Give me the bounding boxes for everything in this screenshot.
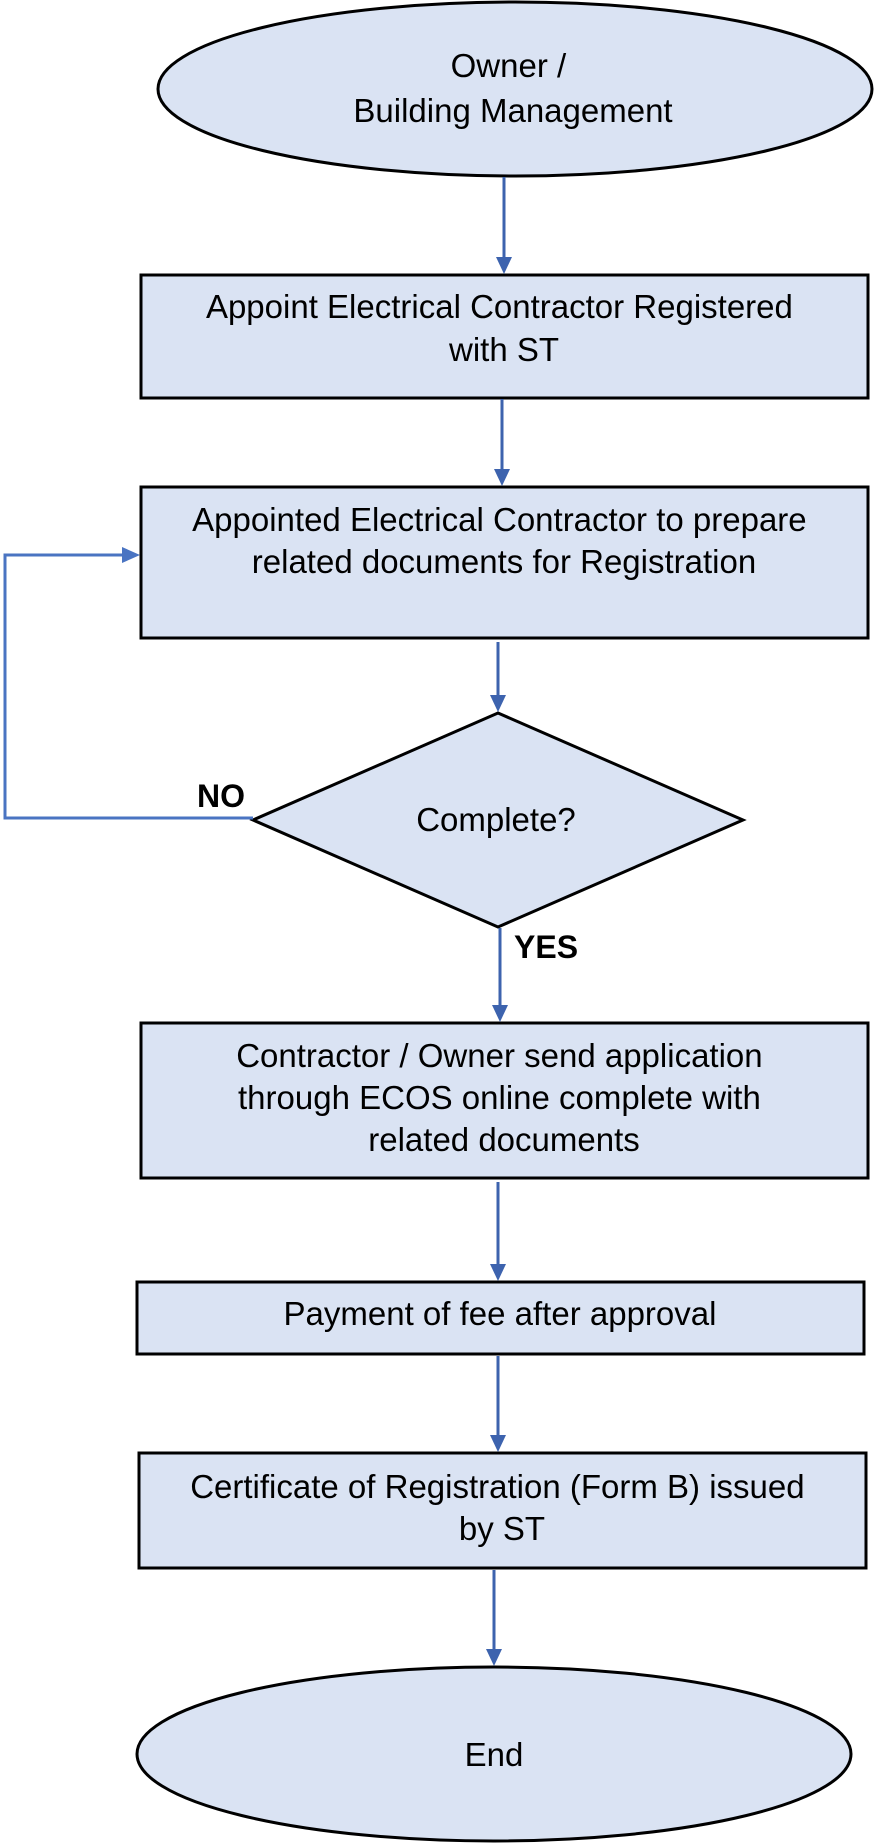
- decision-line-1: Complete?: [416, 801, 576, 838]
- branch-label-yes: YES: [514, 929, 578, 965]
- arrowhead-payment: [490, 1264, 506, 1281]
- arrowhead-prepare: [494, 469, 510, 486]
- certificate-box: [137, 1451, 868, 1570]
- arrowhead-certificate: [490, 1435, 506, 1452]
- arrowhead-decision: [490, 695, 506, 712]
- end-label: End: [465, 1736, 524, 1773]
- start-line-1: Owner /: [451, 47, 567, 84]
- start-line-2: Building Management: [353, 92, 672, 129]
- payment-label: Payment of fee after approval: [284, 1295, 717, 1332]
- send-line-2: through ECOS online complete with: [238, 1079, 761, 1116]
- start-label: Owner / Building Management: [353, 47, 672, 129]
- arrowhead-appoint: [496, 257, 512, 274]
- start-ellipse: [156, 0, 874, 178]
- appoint-label: Appoint Electrical Contractor Registered…: [206, 288, 802, 368]
- branch-label-no: NO: [197, 778, 245, 814]
- decision-diamond: [249, 711, 747, 929]
- end-line-1: End: [465, 1736, 524, 1773]
- send-label: Contractor / Owner send application thro…: [236, 1037, 772, 1158]
- end-ellipse: [135, 1665, 853, 1843]
- send-line-3: related documents: [368, 1121, 640, 1158]
- certificate-line-1: Certificate of Registration (Form B) iss…: [190, 1468, 804, 1505]
- appoint-line-2: with ST: [448, 331, 559, 368]
- send-box: [139, 1021, 870, 1180]
- certificate-label: Certificate of Registration (Form B) iss…: [190, 1468, 814, 1547]
- payment-line-1: Payment of fee after approval: [284, 1295, 717, 1332]
- arrowhead-end: [486, 1649, 502, 1666]
- prepare-box: [139, 485, 870, 640]
- send-line-1: Contractor / Owner send application: [236, 1037, 762, 1074]
- appoint-line-1: Appoint Electrical Contractor Registered: [206, 288, 793, 325]
- certificate-line-2: by ST: [459, 1510, 545, 1547]
- prepare-label: Appointed Electrical Contractor to prepa…: [192, 501, 816, 580]
- arrowhead-send: [492, 1005, 508, 1022]
- decision-label: Complete?: [416, 801, 576, 838]
- connector-no-loop: [3, 553, 253, 820]
- arrowhead-no-loop: [122, 547, 140, 563]
- appoint-box: [139, 273, 870, 400]
- prepare-line-1: Appointed Electrical Contractor to prepa…: [192, 501, 807, 538]
- prepare-line-2: related documents for Registration: [252, 543, 756, 580]
- payment-box: [135, 1280, 866, 1356]
